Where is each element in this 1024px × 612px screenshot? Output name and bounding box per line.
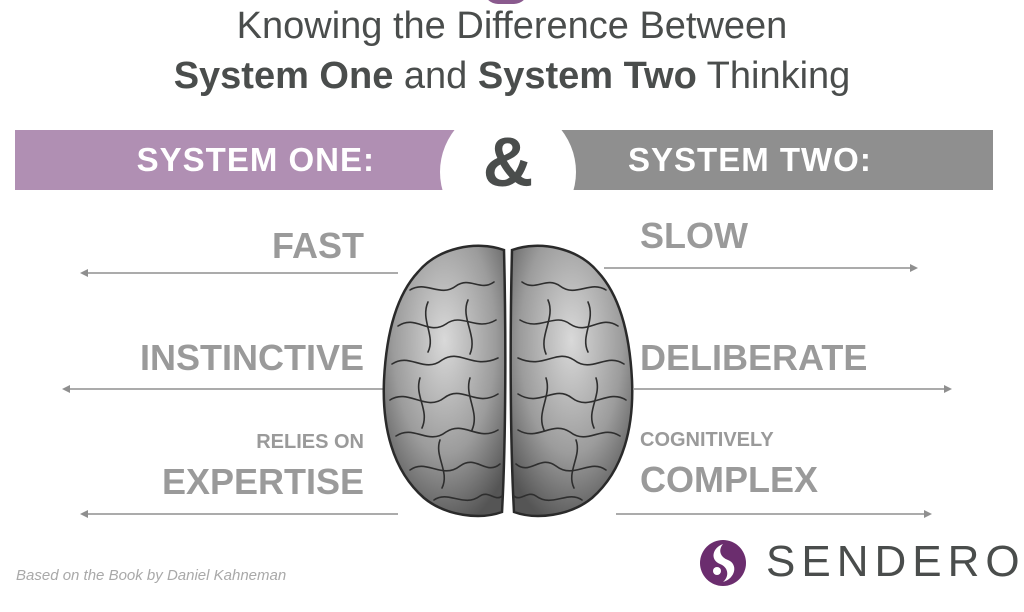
title-and: and <box>393 55 478 97</box>
top-accent <box>484 0 528 4</box>
trait-fast: FAST <box>271 225 364 266</box>
trait-complex: COMPLEX <box>640 459 819 500</box>
system-one-label: SYSTEM ONE: <box>136 141 375 178</box>
book-caption: Based on the Book by Daniel Kahneman <box>16 567 287 584</box>
trait-expertise: EXPERTISE <box>161 461 364 502</box>
title-line-2: System One and System Two Thinking <box>0 54 1024 98</box>
trait-instinctive: INSTINCTIVE <box>139 337 364 378</box>
system-two-banner: SYSTEM TWO: <box>560 130 993 190</box>
trait-slow: SLOW <box>640 215 748 256</box>
ampersand-circle <box>440 104 576 240</box>
sendero-logo-text: SENDERO <box>766 537 1024 586</box>
title-thinking: Thinking <box>696 55 851 97</box>
system-one-banner: SYSTEM ONE: <box>15 130 455 190</box>
left-hemisphere <box>382 244 507 518</box>
sendero-logo-icon <box>700 540 746 586</box>
title-line-1: Knowing the Difference Between <box>236 5 788 47</box>
trait-relies-on: RELIES ON <box>256 431 364 453</box>
brain-folds <box>389 281 627 502</box>
trait-cognitively: COGNITIVELY <box>640 429 774 451</box>
system-two-label: SYSTEM TWO: <box>628 141 872 178</box>
right-hemisphere <box>509 244 634 518</box>
title-system-two: System Two <box>477 55 697 97</box>
trait-deliberate: DELIBERATE <box>640 337 868 378</box>
brain-illustration <box>382 244 634 518</box>
title-system-one: System One <box>173 55 394 97</box>
ampersand: & <box>482 123 534 201</box>
